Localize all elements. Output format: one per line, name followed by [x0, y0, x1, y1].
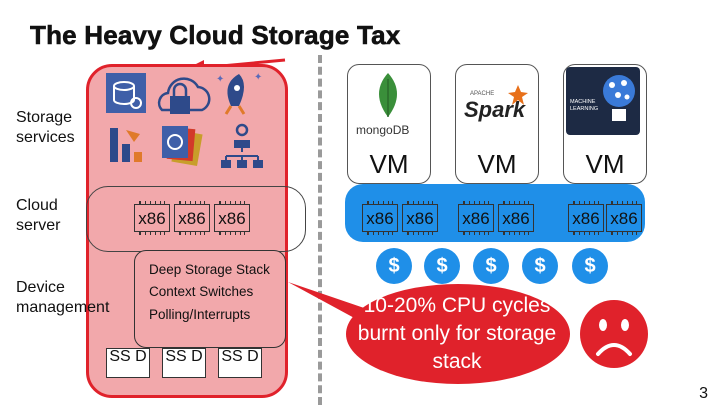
svg-text:✦: ✦ — [216, 74, 224, 85]
rocket-icon: ✦ ✦ — [216, 72, 262, 115]
storage-stack-box: Deep Storage Stack Context Switches Poll… — [134, 250, 286, 348]
lock-cloud-icon — [157, 77, 211, 114]
cpu-chip: x86 — [214, 201, 250, 235]
slide-title: The Heavy Cloud Storage Tax — [30, 20, 401, 51]
ml-logo-text: MACHINE LEARNING — [570, 99, 599, 112]
device-management-label: Device management — [16, 279, 110, 316]
mongodb-logo-text: mongoDB — [356, 123, 410, 137]
stack-line: Polling/Interrupts — [149, 307, 251, 322]
cpu-chip: x86 — [402, 201, 438, 235]
dollar-icon: $ — [572, 248, 608, 284]
vm-card-spark: APACHE Spark VM — [455, 64, 539, 184]
hierarchy-icon — [221, 123, 263, 168]
dollar-icon: $ — [522, 248, 558, 284]
cpu-chip: x86 — [362, 201, 398, 235]
callout-shape — [288, 282, 570, 384]
dollar-icon: $ — [424, 248, 460, 284]
vm-card-ml: MACHINE LEARNING VM — [563, 64, 647, 184]
dollar-icon: $ — [376, 248, 412, 284]
callout-text: 10-20% CPU cycles burnt only for storage… — [357, 294, 557, 373]
cpu-chip: x86 — [498, 201, 534, 235]
cpu-chip: x86 — [606, 201, 642, 235]
vm-label: VM — [477, 149, 517, 179]
bar-chart-icon — [110, 128, 142, 162]
storage-icons: ✦ ✦ — [106, 72, 263, 168]
vm-label: VM — [369, 149, 409, 179]
dollar-icon: $ — [473, 248, 509, 284]
storage-services-label: Storage services — [16, 109, 75, 146]
stack-line: Context Switches — [149, 284, 254, 299]
ssd-box: SS D — [162, 348, 206, 378]
mongodb-leaf-icon — [379, 73, 397, 117]
cpu-chip: x86 — [568, 201, 604, 235]
svg-text:✦: ✦ — [254, 72, 262, 83]
vm-card-mongodb: mongoDB VM — [347, 64, 431, 184]
documents-icon — [162, 126, 203, 167]
cpu-chip: x86 — [458, 201, 494, 235]
database-gear-icon — [106, 73, 146, 113]
divider-line — [318, 55, 322, 405]
sad-face-icon — [580, 300, 648, 368]
brain-bulb-icon — [603, 75, 635, 121]
spark-star-icon — [508, 85, 528, 105]
cloud-server-label: Cloud server — [16, 197, 61, 234]
cpu-chip: x86 — [134, 201, 170, 235]
spark-logo-subtext: APACHE — [470, 91, 495, 97]
cpu-chip: x86 — [174, 201, 210, 235]
ssd-box: SS D — [106, 348, 150, 378]
ssd-box: SS D — [218, 348, 262, 378]
stack-line: Deep Storage Stack — [149, 262, 270, 277]
page-number: 3 — [699, 385, 708, 402]
vm-label: VM — [585, 149, 625, 179]
